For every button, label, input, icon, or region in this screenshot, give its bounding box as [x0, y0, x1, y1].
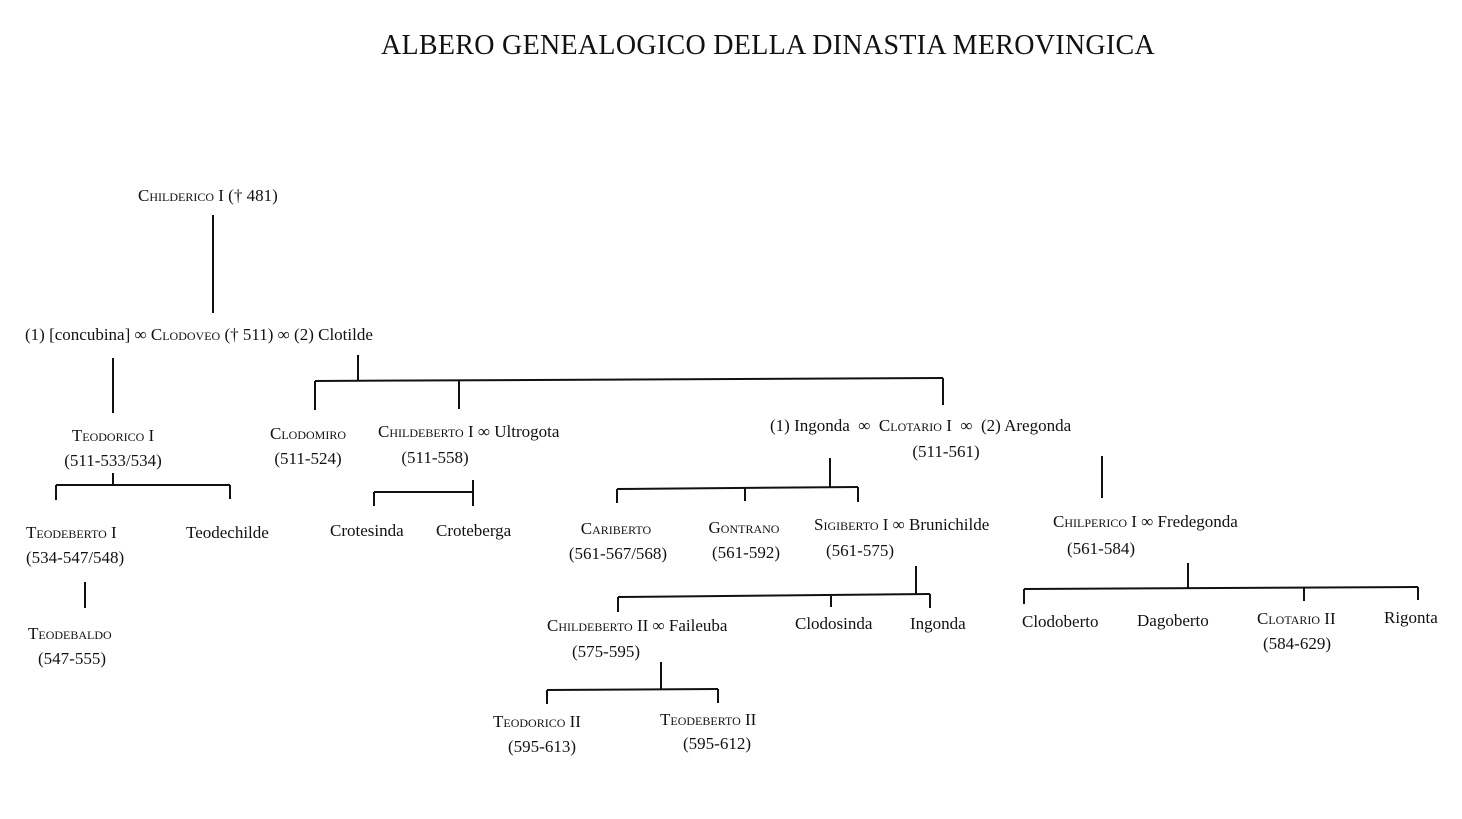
person-teodechilde: Teodechilde	[186, 523, 269, 542]
person-childeberto-ii: Childeberto II ∞ Faileuba	[547, 616, 727, 636]
dates-teodeberto-ii: (595-612)	[683, 734, 751, 753]
spouse-2: ∞ (2) Aregonda	[951, 416, 1072, 435]
spouse: ∞ Brunichilde	[888, 515, 990, 534]
person-childerico-i: Childerico I († 481)	[138, 186, 278, 206]
person-clodoberto: Clodoberto	[1022, 612, 1099, 631]
dates-childeberto-ii: (575-595)	[572, 642, 640, 661]
person-name: Childeberto I	[378, 422, 474, 441]
connector	[616, 486, 859, 490]
person-name: Chilperico I	[1053, 512, 1137, 531]
person-croteberga: Croteberga	[436, 521, 512, 540]
dates-teodorico-ii: (595-613)	[508, 737, 576, 756]
person-name: Clotario I	[878, 416, 952, 435]
person-teodeberto-i: Teodeberto I	[26, 523, 117, 542]
person-clodoveo: (1) [concubina] ∞ Clodoveo († 511) ∞ (2)…	[25, 325, 373, 345]
dates-clodomiro: (511-524)	[274, 449, 342, 468]
person-ingonda: Ingonda	[910, 614, 966, 633]
dates-teodebaldo: (547-555)	[38, 649, 106, 668]
person-name: Sigiberto I	[814, 515, 889, 534]
spouse-1: (1) Ingonda ∞	[770, 416, 879, 435]
spouse-2: († 511) ∞ (2) Clotilde	[220, 325, 373, 344]
dates-childeberto-i: (511-558)	[401, 448, 469, 467]
person-note: († 481)	[223, 186, 278, 205]
dates-teodeberto-i: (534-547/548)	[26, 548, 125, 567]
person-teodorico-ii: Teodorico II	[493, 712, 581, 731]
person-dagoberto: Dagoberto	[1137, 611, 1209, 630]
person-teodebaldo: Teodebaldo	[28, 624, 112, 643]
dates-cariberto: (561-567/568)	[568, 544, 668, 563]
person-childeberto-i: Childeberto I ∞ Ultrogota	[378, 422, 559, 442]
person-clodosinda: Clodosinda	[795, 614, 873, 633]
person-sigiberto-i: Sigiberto I ∞ Brunichilde	[814, 515, 989, 535]
person-crotesinda: Crotesinda	[330, 521, 404, 540]
dates-clotario-ii: (584-629)	[1263, 634, 1331, 653]
person-teodorico-i: Teodorico I	[71, 426, 155, 445]
connector	[1023, 586, 1419, 590]
connector	[546, 688, 719, 691]
person-name: Clodoveo	[150, 325, 221, 344]
spouse: ∞ Ultrogota	[473, 422, 560, 441]
connector	[617, 593, 931, 598]
spouse-1: (1) [concubina] ∞	[25, 325, 151, 344]
dates-sigiberto-i: (561-575)	[826, 541, 894, 560]
person-clodomiro: Clodomiro	[269, 424, 347, 443]
person-rigonta: Rigonta	[1384, 608, 1438, 627]
person-cariberto: Cariberto	[580, 519, 652, 538]
dates-chilperico-i: (561-584)	[1067, 539, 1135, 558]
person-gontrano: Gontrano	[708, 518, 780, 537]
person-clotario-ii: Clotario II	[1257, 609, 1336, 628]
connector	[314, 377, 944, 382]
dates-teodorico-i: (511-533/534)	[64, 451, 162, 470]
person-clotario-i: (1) Ingonda ∞ Clotario I ∞ (2) Aregonda	[770, 416, 1071, 436]
dates-gontrano: (561-592)	[712, 543, 780, 562]
dates-clotario-i: (511-561)	[912, 442, 980, 461]
person-name: Childerico I	[138, 186, 224, 205]
diagram-title: ALBERO GENEALOGICO DELLA DINASTIA MEROVI…	[380, 30, 1156, 61]
spouse: ∞ Faileuba	[648, 616, 728, 635]
person-chilperico-i: Chilperico I ∞ Fredegonda	[1053, 512, 1238, 532]
person-teodeberto-ii: Teodeberto II	[660, 710, 757, 729]
spouse: ∞ Fredegonda	[1136, 512, 1238, 531]
person-name: Childeberto II	[547, 616, 649, 635]
